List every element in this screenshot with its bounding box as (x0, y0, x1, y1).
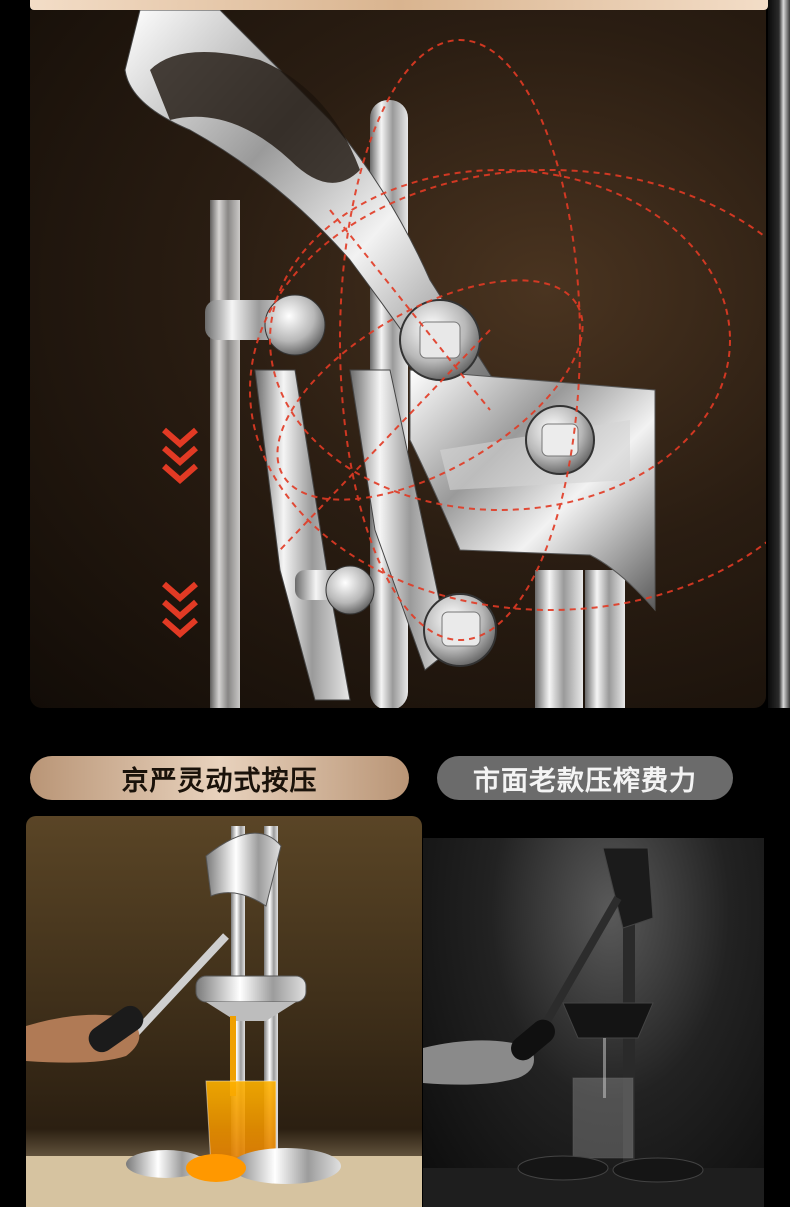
lever-mechanism-image (30, 10, 766, 708)
competitor-product-image (423, 838, 764, 1207)
ours-label: 京严灵动式按压 (30, 756, 409, 800)
chrome-juicer-illustration (26, 826, 422, 1207)
chevron-down-icon (162, 427, 198, 484)
black-juicer-illustration (423, 847, 764, 1207)
top-gold-strip (30, 0, 768, 10)
chevron-down-icon (162, 581, 198, 638)
lever-mechanism-illustration (124, 10, 766, 708)
competitor-label: 市面老款压榨费力 (437, 756, 733, 800)
adjacent-image-edge (768, 0, 790, 708)
ours-product-image (26, 816, 422, 1207)
